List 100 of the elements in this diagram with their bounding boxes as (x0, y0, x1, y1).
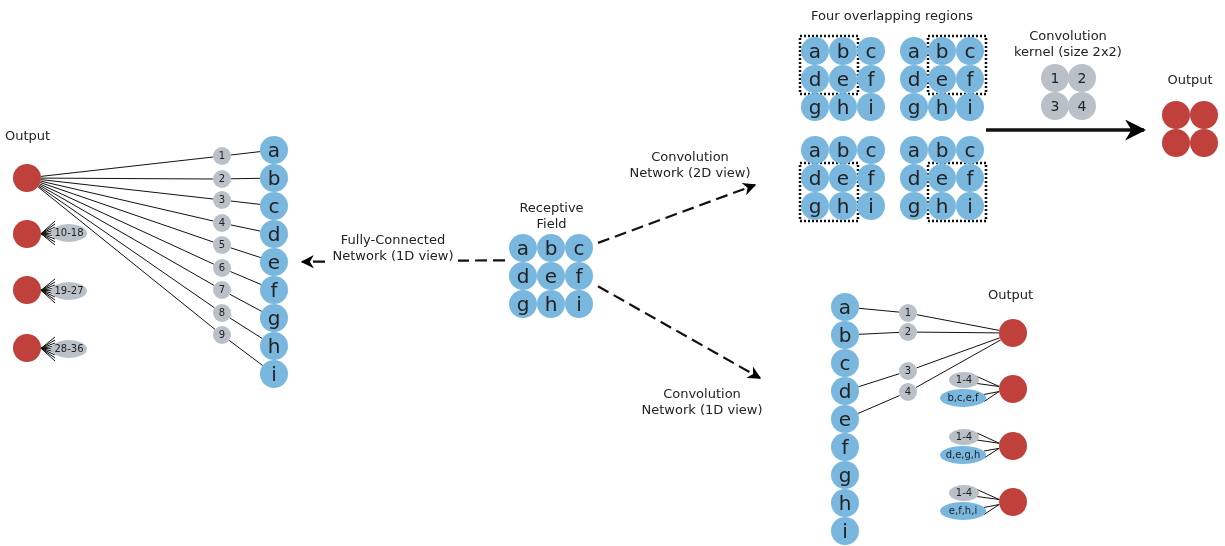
input-circle: h (260, 332, 288, 360)
input-circle: b (537, 234, 565, 262)
connector-line (983, 504, 1000, 515)
input-circle: g (509, 290, 537, 318)
connector-line (37, 186, 216, 330)
connector-line (915, 339, 1002, 389)
input-circle: c (956, 37, 984, 65)
connector-line (230, 177, 261, 180)
input-circle: f (956, 164, 984, 192)
input-circle: f (831, 433, 859, 461)
input-circle: a (900, 136, 928, 164)
kernel-weight-circle: 4 (1068, 92, 1096, 120)
input-circle: g (801, 93, 829, 121)
input-circle: h (928, 93, 956, 121)
kernel-weight-circle: 3 (1041, 92, 1069, 120)
connector-line (857, 395, 901, 414)
output-circle (999, 319, 1027, 347)
input-circle: e (829, 164, 857, 192)
output-circle (13, 276, 41, 304)
connector-line (976, 489, 1000, 500)
input-circle: g (900, 192, 928, 220)
weight-range-ellipse: 10-18 (51, 224, 87, 242)
connector-line (230, 151, 261, 156)
connector-line (40, 177, 214, 180)
input-circle: f (565, 262, 593, 290)
output-label: Output (988, 287, 1034, 302)
input-circle: a (260, 136, 288, 164)
kernel-weight-circle: 2 (1068, 64, 1096, 92)
input-circle: d (260, 220, 288, 248)
input-circle: f (857, 65, 885, 93)
arrow (986, 119, 1147, 141)
weight-circle: 8 (213, 304, 231, 322)
weight-circle: 2 (899, 323, 917, 341)
input-list-ellipse: b,c,e,f (940, 389, 986, 407)
input-circle: c (565, 234, 593, 262)
connector-line (858, 331, 900, 335)
connector-line (40, 179, 214, 200)
input-circle: a (900, 37, 928, 65)
input-circle: c (857, 136, 885, 164)
input-circle: g (801, 192, 829, 220)
connector-line (983, 391, 1000, 402)
weight-circle: 9 (213, 326, 231, 344)
connector-line (229, 271, 262, 285)
group-title: Four overlapping regions (810, 8, 974, 24)
output-circle (1190, 101, 1218, 129)
input-circle: d (509, 262, 537, 290)
input-circle: h (831, 489, 859, 517)
input-circle: a (801, 37, 829, 65)
connector-line (230, 247, 262, 259)
output-circle (999, 432, 1027, 460)
input-circle: b (829, 136, 857, 164)
input-circle: a (509, 234, 537, 262)
input-circle: d (801, 65, 829, 93)
connector-line (40, 336, 56, 362)
connector-line (228, 339, 264, 367)
input-circle: i (956, 93, 984, 121)
input-circle: h (928, 192, 956, 220)
connector-line (39, 183, 215, 265)
connector-line (38, 185, 216, 309)
input-circle: i (260, 360, 288, 388)
input-circle: a (801, 136, 829, 164)
input-circle: c (857, 37, 885, 65)
weight-circle: 1 (899, 304, 917, 322)
weight-range-ellipse: 19-27 (51, 282, 87, 300)
input-circle: b (831, 321, 859, 349)
weight-circle: 7 (213, 281, 231, 299)
input-circle: d (801, 164, 829, 192)
input-circle: d (831, 377, 859, 405)
input-circle: i (831, 517, 859, 545)
weight-circle: 4 (213, 214, 231, 232)
arrow (597, 182, 757, 244)
output-circle (13, 164, 41, 192)
output-circle (1162, 101, 1190, 129)
connector-line (38, 184, 215, 286)
group-title: Output (1166, 72, 1214, 88)
connector-line (40, 220, 56, 246)
input-list-ellipse: e,f,h,i (940, 502, 986, 520)
weight-circle: 5 (213, 236, 231, 254)
group-title: Receptive Field (518, 200, 585, 232)
group-title: Convolution kernel (size 2x2) (1013, 28, 1123, 60)
input-circle: g (260, 304, 288, 332)
input-circle: c (831, 349, 859, 377)
input-circle: e (537, 262, 565, 290)
connector-line (858, 307, 900, 313)
connector-line (230, 224, 261, 232)
input-circle: g (900, 93, 928, 121)
input-circle: i (857, 192, 885, 220)
input-circle: e (260, 248, 288, 276)
input-circle: h (829, 192, 857, 220)
weight-circle: 3 (899, 362, 917, 380)
connector-line (983, 447, 1000, 459)
input-circle: c (956, 136, 984, 164)
output-label: Output (5, 128, 51, 143)
connector-line (976, 432, 1000, 444)
connector-line (976, 376, 1000, 387)
input-circle: g (831, 461, 859, 489)
weight-circle: 6 (213, 259, 231, 277)
output-circle (999, 375, 1027, 403)
weight-circle: 3 (213, 191, 231, 209)
edge-label: Fully-Connected Network (1D view) (328, 232, 458, 264)
